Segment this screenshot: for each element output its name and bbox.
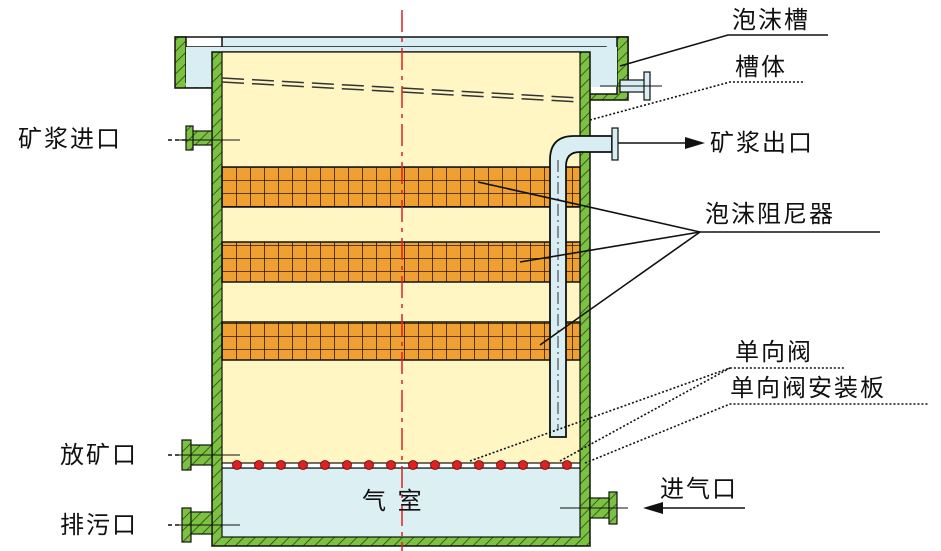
label-air-chamber: 气 室 bbox=[362, 487, 424, 515]
foam-dampers bbox=[221, 166, 581, 361]
check-valve bbox=[364, 460, 374, 470]
air-inlet-arrow bbox=[643, 502, 745, 514]
label-check-valve: 单向阀 bbox=[735, 338, 813, 366]
check-valve bbox=[254, 460, 264, 470]
slurry-outlet-pipe bbox=[549, 127, 619, 438]
foam-damper-3 bbox=[221, 321, 581, 361]
label-foam-trough: 泡沫槽 bbox=[732, 6, 810, 34]
check-valve-plate bbox=[221, 460, 581, 470]
slurry-inlet-nozzle bbox=[178, 125, 240, 151]
check-valve bbox=[496, 460, 506, 470]
foam-outlet-nozzle bbox=[600, 71, 662, 101]
label-drain-port: 排污口 bbox=[60, 511, 138, 539]
check-valve bbox=[518, 460, 528, 470]
check-valve bbox=[232, 460, 242, 470]
label-discharge-port: 放矿口 bbox=[60, 441, 138, 469]
check-valve bbox=[386, 460, 396, 470]
check-valve bbox=[430, 460, 440, 470]
air-inlet-nozzle bbox=[560, 491, 628, 525]
label-slurry-inlet: 矿浆进口 bbox=[18, 125, 122, 153]
drain-nozzle bbox=[178, 507, 240, 543]
leader-lines bbox=[168, 34, 928, 526]
label-air-inlet: 进气口 bbox=[660, 475, 738, 503]
label-slurry-outlet: 矿浆出口 bbox=[710, 129, 814, 157]
check-valve bbox=[474, 460, 484, 470]
check-valve bbox=[342, 460, 352, 470]
check-valve bbox=[276, 460, 286, 470]
label-tank-body: 槽体 bbox=[735, 53, 787, 81]
foam-damper-1 bbox=[221, 166, 581, 208]
check-valve bbox=[562, 460, 572, 470]
tank-body bbox=[211, 51, 591, 547]
check-valves bbox=[232, 460, 572, 470]
label-valve-plate: 单向阀安装板 bbox=[730, 374, 886, 402]
check-valve bbox=[320, 460, 330, 470]
slurry-outlet-arrow bbox=[618, 137, 705, 149]
check-valve bbox=[452, 460, 462, 470]
air-chamber bbox=[221, 467, 581, 538]
check-valve bbox=[298, 460, 308, 470]
foam-damper-2 bbox=[221, 241, 581, 283]
discharge-nozzle bbox=[178, 439, 240, 471]
check-valve bbox=[408, 460, 418, 470]
check-valve bbox=[540, 460, 550, 470]
label-foam-damper: 泡沫阻尼器 bbox=[705, 200, 835, 228]
